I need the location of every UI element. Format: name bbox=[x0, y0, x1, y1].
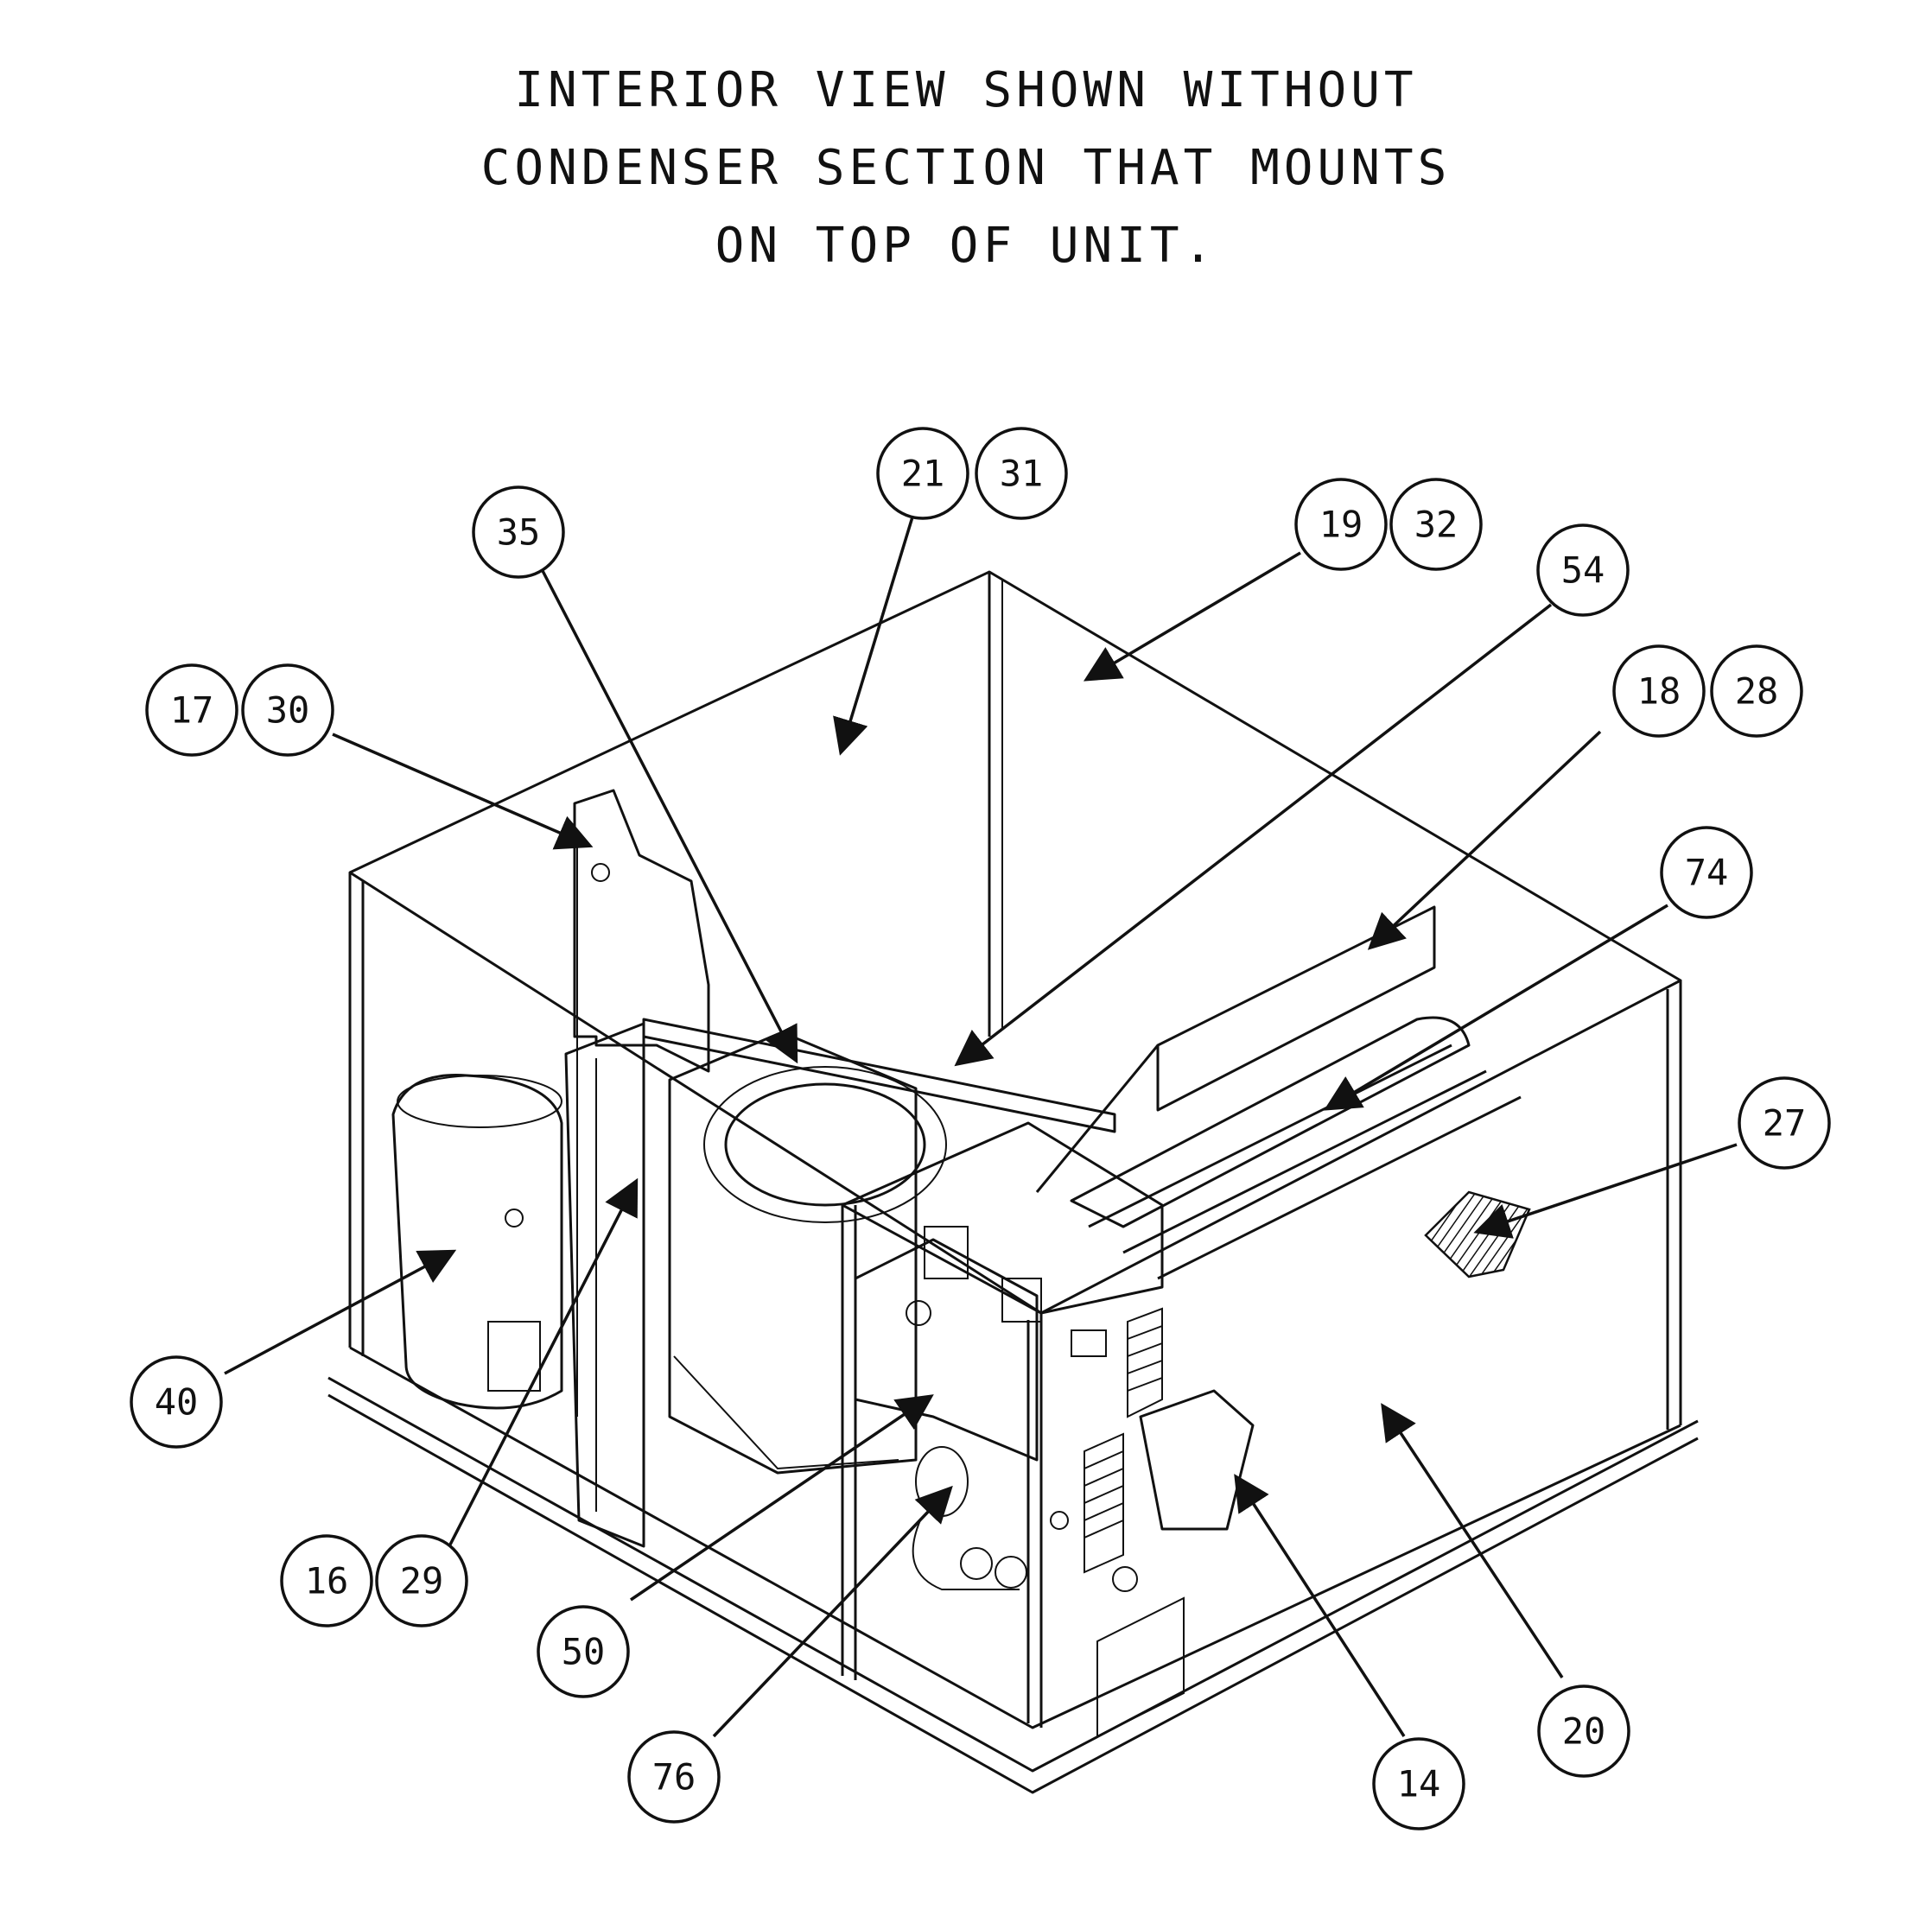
callout-16-label: 16 bbox=[305, 1560, 349, 1602]
callout-76: 76 bbox=[627, 1730, 721, 1824]
callout-30: 30 bbox=[241, 663, 334, 757]
leader-14 bbox=[1234, 1474, 1406, 1737]
warning-label-hatch bbox=[1424, 1190, 1531, 1278]
callout-29-label: 29 bbox=[400, 1560, 444, 1602]
callout-19-label: 19 bbox=[1319, 504, 1363, 546]
callout-54: 54 bbox=[1536, 523, 1630, 617]
leader-18-28 bbox=[1367, 730, 1602, 950]
callout-18: 18 bbox=[1612, 644, 1706, 738]
leader-19-32 bbox=[1083, 551, 1301, 682]
callout-17: 17 bbox=[145, 663, 238, 757]
leader-76 bbox=[712, 1485, 953, 1738]
unit-body bbox=[327, 570, 1699, 1794]
louver-lower bbox=[1084, 1432, 1124, 1574]
leader-40 bbox=[224, 1249, 457, 1375]
leader-35 bbox=[538, 565, 798, 1064]
callout-31-label: 31 bbox=[1000, 453, 1044, 495]
callout-20-label: 20 bbox=[1562, 1710, 1606, 1753]
callout-40: 40 bbox=[130, 1355, 223, 1449]
callout-32-label: 32 bbox=[1414, 504, 1459, 546]
leader-16-29 bbox=[448, 1177, 639, 1547]
callout-27: 27 bbox=[1738, 1076, 1831, 1170]
callout-50-label: 50 bbox=[562, 1631, 606, 1673]
callout-17-label: 17 bbox=[170, 689, 214, 732]
callout-19: 19 bbox=[1294, 478, 1388, 571]
callout-54-label: 54 bbox=[1561, 549, 1605, 592]
callout-21: 21 bbox=[876, 427, 969, 520]
title-line-1: INTERIOR VIEW SHOWN WITHOUT bbox=[514, 62, 1418, 118]
leader-74 bbox=[1323, 904, 1668, 1111]
louver-upper bbox=[1127, 1307, 1163, 1418]
callout-16: 16 bbox=[280, 1534, 373, 1627]
callout-28: 28 bbox=[1710, 644, 1803, 738]
leader-20 bbox=[1381, 1403, 1564, 1678]
title-line-3: ON TOP OF UNIT. bbox=[715, 218, 1217, 274]
leader-lines bbox=[224, 511, 1738, 1738]
leader-27 bbox=[1473, 1143, 1738, 1239]
callout-50: 50 bbox=[537, 1605, 630, 1698]
callout-balloons: 21 31 35 19 32 54 17 30 18 28 74 27 40 1… bbox=[130, 427, 1831, 1830]
callout-35-label: 35 bbox=[497, 511, 541, 554]
callout-28-label: 28 bbox=[1735, 670, 1779, 713]
diagram-title: INTERIOR VIEW SHOWN WITHOUT CONDENSER SE… bbox=[0, 52, 1932, 285]
callout-32: 32 bbox=[1389, 478, 1483, 571]
callout-31: 31 bbox=[975, 427, 1068, 520]
leader-54 bbox=[954, 603, 1553, 1067]
callout-35: 35 bbox=[472, 485, 565, 579]
callout-27-label: 27 bbox=[1763, 1102, 1807, 1145]
callout-20: 20 bbox=[1537, 1684, 1630, 1778]
callout-14-label: 14 bbox=[1397, 1763, 1441, 1805]
callout-74-label: 74 bbox=[1685, 852, 1729, 894]
callout-76-label: 76 bbox=[652, 1756, 696, 1799]
leader-21-31 bbox=[833, 511, 916, 756]
leader-50 bbox=[630, 1394, 934, 1602]
callout-18-label: 18 bbox=[1637, 670, 1681, 713]
title-line-2: CONDENSER SECTION THAT MOUNTS bbox=[480, 140, 1452, 196]
callout-40-label: 40 bbox=[155, 1381, 199, 1424]
callout-14: 14 bbox=[1372, 1737, 1465, 1830]
leader-17-30 bbox=[332, 733, 594, 850]
callout-21-label: 21 bbox=[901, 453, 945, 495]
callout-29: 29 bbox=[375, 1534, 468, 1627]
callout-30-label: 30 bbox=[266, 689, 310, 732]
callout-74: 74 bbox=[1660, 826, 1753, 919]
